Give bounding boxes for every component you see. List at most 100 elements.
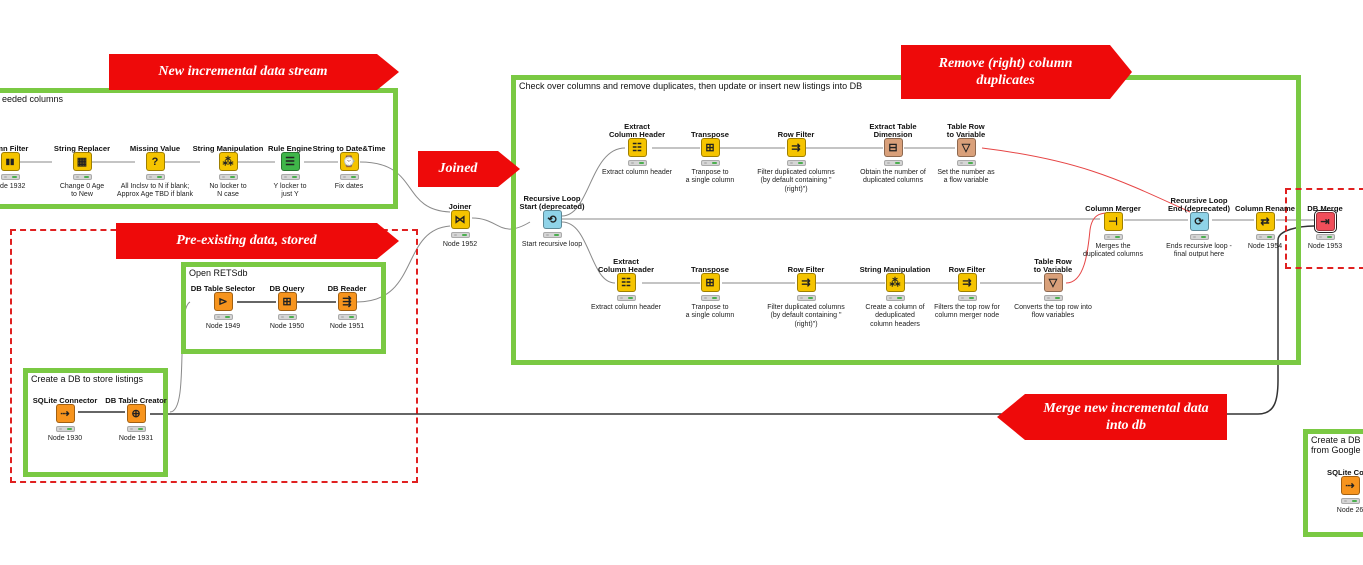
group-title: Create a DB to store listings bbox=[31, 374, 144, 384]
node-title: Rule Engine bbox=[268, 144, 312, 154]
node-row-filter-2[interactable]: Row Filter ⇉ Filter duplicated columns (… bbox=[766, 266, 846, 329]
recursive-loop-end-icon: ⟳ bbox=[1189, 212, 1209, 231]
node-status bbox=[616, 295, 636, 301]
node-db-table-creator[interactable]: DB Table Creator ⊕ Node 1931 bbox=[96, 397, 176, 443]
node-title: Row Filter bbox=[948, 265, 986, 275]
node-status bbox=[72, 174, 92, 180]
group-title: Create a DB t from Google bbox=[1311, 435, 1361, 456]
node-title: Column Merger bbox=[1085, 204, 1141, 214]
node-row-filter-1[interactable]: Row Filter ⇉ Filter duplicated columns (… bbox=[756, 131, 836, 194]
node-desc: Converts the top row into flow variables bbox=[1014, 304, 1092, 320]
rule-engine-icon: ☰ bbox=[280, 152, 300, 171]
banner-joined: Joined bbox=[418, 151, 520, 187]
group-title: Check over columns and remove duplicates… bbox=[519, 81, 863, 91]
node-desc: Node 1950 bbox=[269, 323, 305, 330]
db-table-selector-icon: ⊳ bbox=[213, 292, 233, 311]
node-status bbox=[213, 314, 233, 320]
node-desc: Node 1949 bbox=[205, 323, 241, 330]
node-string-manipulation-1[interactable]: String Manipulation ⁂ No locker to N cas… bbox=[188, 145, 268, 200]
node-extract-column-header-2[interactable]: Extract Column Header ☷ Extract column h… bbox=[586, 257, 666, 312]
node-column-merger[interactable]: Column Merger ⊣ Merges the duplicated co… bbox=[1073, 205, 1153, 260]
group-title: Open RETSdb bbox=[189, 268, 248, 278]
node-desc: No locker to N case bbox=[209, 183, 247, 199]
node-desc: Filters the top row for column merger no… bbox=[934, 304, 1000, 320]
node-column-rename[interactable]: Column Rename ⇄ Node 1954 bbox=[1225, 205, 1305, 251]
group-needed-columns: eeded columns bbox=[0, 88, 398, 209]
node-title: Transpose bbox=[691, 130, 729, 140]
banner-preexisting: Pre-existing data, stored bbox=[116, 223, 399, 259]
node-desc: Ends recursive loop - final output here bbox=[1166, 243, 1232, 259]
column-filter-icon: ▮▮ bbox=[0, 152, 20, 171]
node-status bbox=[126, 426, 146, 432]
node-db-table-selector[interactable]: DB Table Selector ⊳ Node 1949 bbox=[183, 285, 263, 331]
row-filter-icon: ⇉ bbox=[796, 273, 816, 292]
node-desc: Start recursive loop bbox=[521, 241, 583, 248]
node-transpose-1[interactable]: Transpose ⊞ Tranpose to a single column bbox=[670, 131, 750, 186]
column-rename-icon: ⇄ bbox=[1255, 212, 1275, 231]
node-status bbox=[885, 295, 905, 301]
node-title: Extract Table Dimension bbox=[869, 121, 917, 140]
node-title: DB Table Selector bbox=[190, 284, 256, 294]
missing-value-icon: ? bbox=[145, 152, 165, 171]
node-desc: Node 1952 bbox=[442, 241, 478, 248]
string-to-datetime-icon: ⌚ bbox=[339, 152, 359, 171]
node-string-to-datetime[interactable]: String to Date&Time ⌚ Fix dates bbox=[309, 145, 389, 191]
node-row-filter-3[interactable]: Row Filter ⇉ Filters the top row for col… bbox=[927, 266, 1007, 321]
node-status bbox=[280, 174, 300, 180]
node-missing-value[interactable]: Missing Value ? All Inclsv to N if blank… bbox=[115, 145, 195, 200]
sqlite-connector-icon: ⇢ bbox=[1340, 476, 1360, 495]
node-joiner[interactable]: Joiner ⋈ Node 1952 bbox=[420, 203, 500, 249]
node-table-row-to-variable-2[interactable]: Table Row to Variable ▽ Converts the top… bbox=[1013, 257, 1093, 321]
group-create-db-google: Create a DB t from Google bbox=[1303, 429, 1363, 537]
node-title: String Manipulation bbox=[859, 265, 931, 275]
node-status bbox=[796, 295, 816, 301]
node-status bbox=[883, 160, 903, 166]
node-desc: Set the number as a flow variable bbox=[937, 169, 995, 185]
node-extract-table-dimension[interactable]: Extract Table Dimension ⊟ Obtain the num… bbox=[853, 122, 933, 186]
node-db-reader[interactable]: DB Reader ⇶ Node 1951 bbox=[307, 285, 387, 331]
node-title: DB Table Creator bbox=[105, 396, 167, 406]
node-title: Recursive Loop Start (deprecated) bbox=[519, 193, 585, 212]
column-merger-icon: ⊣ bbox=[1103, 212, 1123, 231]
node-desc: Create a column of deduplicated column h… bbox=[865, 304, 925, 328]
node-desc: lode 1932 bbox=[0, 183, 26, 190]
node-rule-engine[interactable]: Rule Engine ☰ Y locker to just Y bbox=[250, 145, 330, 200]
node-title: Column Rename bbox=[1235, 204, 1295, 214]
node-table-row-to-variable-1[interactable]: Table Row to Variable ▽ Set the number a… bbox=[926, 122, 1006, 186]
node-string-replacer[interactable]: String Replacer ▦ Change 0 Age to New bbox=[42, 145, 122, 200]
node-db-merge[interactable]: DB Merge ⇥ Node 1953 bbox=[1285, 205, 1363, 251]
group-title: eeded columns bbox=[2, 94, 64, 104]
node-status bbox=[700, 295, 720, 301]
node-recursive-loop-end[interactable]: Recursive Loop End (deprecated) ⟳ Ends r… bbox=[1159, 196, 1239, 260]
node-desc: Tranpose to a single column bbox=[685, 169, 735, 185]
node-desc: Tranpose to a single column bbox=[685, 304, 735, 320]
node-desc: Node 1954 bbox=[1247, 243, 1283, 250]
node-title: Row Filter bbox=[787, 265, 825, 275]
node-status bbox=[1255, 234, 1275, 240]
node-title: Table Row to Variable bbox=[1033, 256, 1073, 275]
node-title: SQLite Conn bbox=[1327, 468, 1363, 478]
node-status bbox=[957, 295, 977, 301]
transpose-icon: ⊞ bbox=[700, 138, 720, 157]
row-filter-icon: ⇉ bbox=[786, 138, 806, 157]
node-extract-column-header-1[interactable]: Extract Column Header ☷ Extract column h… bbox=[597, 122, 677, 177]
node-transpose-2[interactable]: Transpose ⊞ Tranpose to a single column bbox=[670, 266, 750, 321]
node-column-filter[interactable]: umn Filter ▮▮ lode 1932 bbox=[0, 145, 50, 191]
node-title: DB Merge bbox=[1307, 204, 1343, 214]
node-status bbox=[627, 160, 647, 166]
node-recursive-loop-start[interactable]: Recursive Loop Start (deprecated) ⟲ Star… bbox=[512, 194, 592, 249]
string-manipulation-icon: ⁂ bbox=[218, 152, 238, 171]
banner-remove-duplicates: Remove (right) column duplicates bbox=[901, 45, 1132, 99]
extract-column-header-icon: ☷ bbox=[627, 138, 647, 157]
node-status bbox=[450, 232, 470, 238]
node-db-query[interactable]: DB Query ⊞ Node 1950 bbox=[247, 285, 327, 331]
node-desc: Y locker to just Y bbox=[273, 183, 307, 199]
db-reader-icon: ⇶ bbox=[337, 292, 357, 311]
node-title: Extract Column Header bbox=[597, 256, 655, 275]
node-status bbox=[1340, 498, 1360, 504]
node-title: Extract Column Header bbox=[608, 121, 666, 140]
node-sqlite-connector[interactable]: SQLite Connector ⇢ Node 1930 bbox=[25, 397, 105, 443]
node-string-manipulation-2[interactable]: String Manipulation ⁂ Create a column of… bbox=[855, 266, 935, 329]
node-sqlite-connector-2[interactable]: SQLite Conn ⇢ Node 26 bbox=[1310, 469, 1363, 515]
